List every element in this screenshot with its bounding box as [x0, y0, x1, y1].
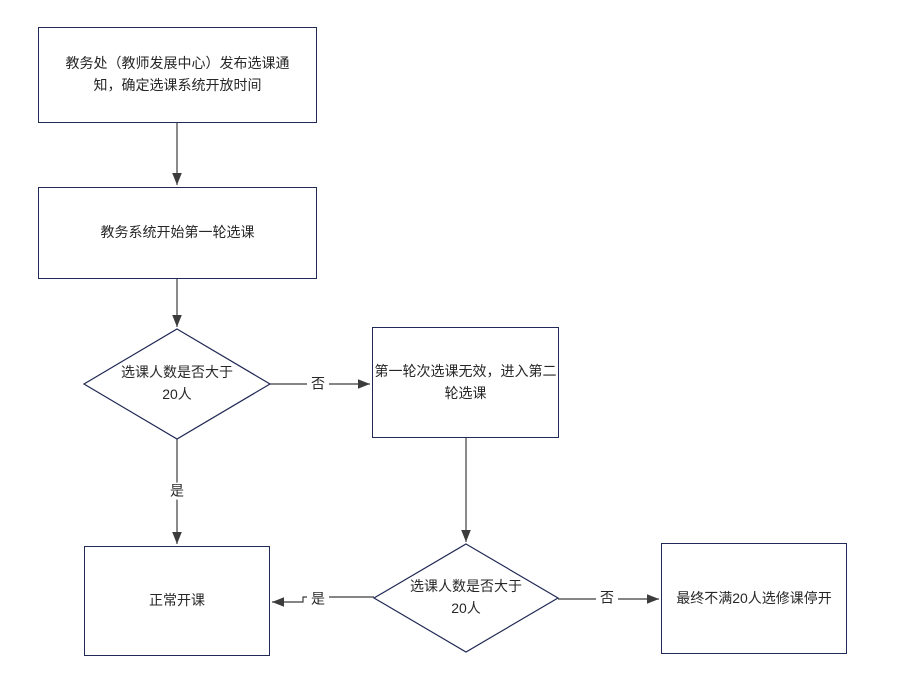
node-second-round-label: 第一轮次选课无效，进入第二轮选课 [374, 362, 557, 401]
edge-label-decision1-yes: 是 [166, 482, 188, 500]
edge-label-decision2-no: 否 [596, 589, 618, 607]
node-publish-notice-label: 教务处（教师发展中心）发布选课通知，确定选课系统开放时间 [65, 55, 290, 93]
edge-label-decision2-yes: 是 [307, 590, 329, 608]
edge-decision2-yes [272, 596, 374, 607]
edge-label-decision1-no: 否 [307, 375, 329, 393]
node-publish-notice: 教务处（教师发展中心）发布选课通知，确定选课系统开放时间 [38, 27, 317, 123]
decision1-diamond-shape [82, 328, 272, 440]
node-stop-course-label: 最终不满20人选修课停开 [676, 589, 832, 606]
node-normal-open-label: 正常开课 [149, 592, 205, 609]
node-stop-course: 最终不满20人选修课停开 [661, 543, 847, 654]
node-first-round-label: 教务系统开始第一轮选课 [100, 224, 255, 241]
node-second-round: 第一轮次选课无效，进入第二轮选课 [372, 327, 559, 438]
decision2-diamond-shape [372, 543, 560, 653]
node-first-round: 教务系统开始第一轮选课 [38, 187, 317, 279]
node-normal-open: 正常开课 [84, 546, 270, 656]
